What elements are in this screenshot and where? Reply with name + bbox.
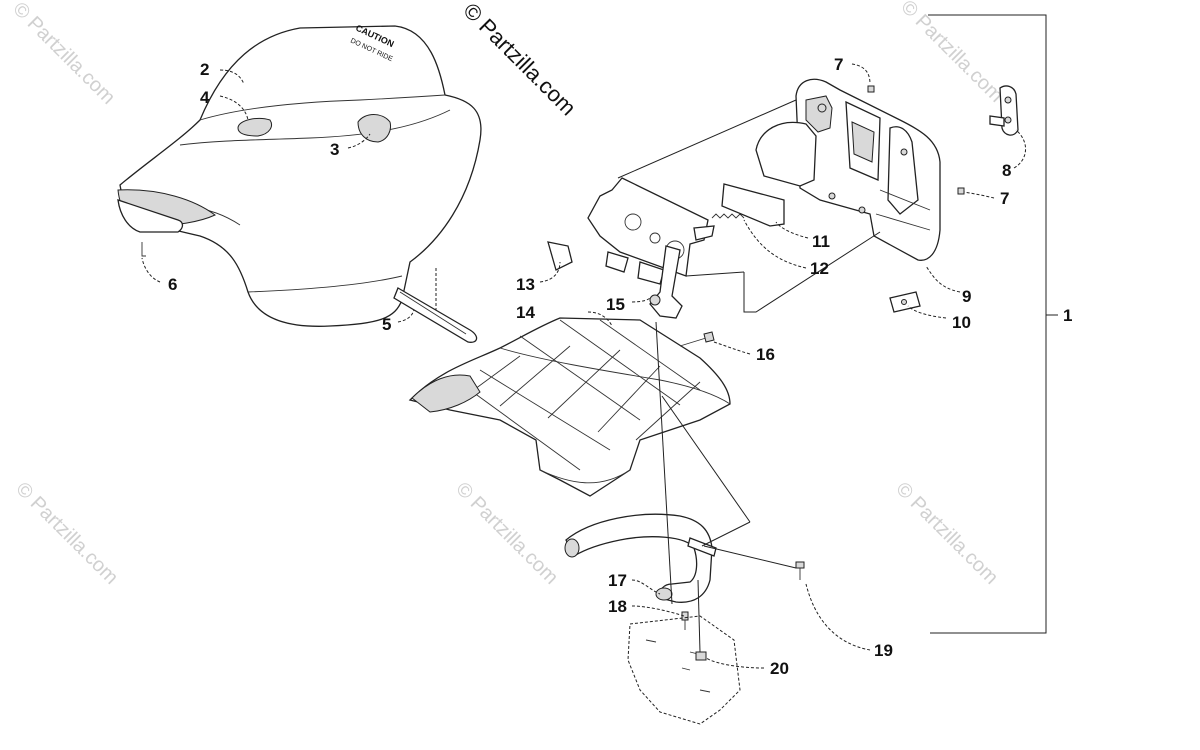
watermark-top-right: © Partzilla.com (896, 0, 1007, 107)
callout-1: 1 (1063, 306, 1072, 325)
callout-3: 3 (330, 140, 339, 159)
watermark-layer: © Partzilla.com © Partzilla.com © Partzi… (8, 0, 1007, 589)
screw-side-part (957, 187, 965, 195)
latch-arm-part (649, 245, 683, 319)
seat-part: CAUTION DO NOT RIDE (117, 23, 482, 327)
callout-9: 9 (962, 287, 971, 306)
frame-section-part (627, 615, 741, 725)
hinge-part (989, 85, 1019, 136)
alignment-lines (617, 99, 881, 653)
watermark-mid-left: © Partzilla.com (11, 478, 122, 589)
clip-part (141, 242, 146, 257)
watermark-main: © Partzilla.com (458, 0, 581, 120)
assembly-bracket (928, 14, 1058, 634)
nut-20-part (695, 651, 707, 661)
callout-6: 6 (168, 275, 177, 294)
callout-8: 8 (1002, 161, 1011, 180)
grab-bar-part (564, 513, 717, 603)
watermark-mid-center: © Partzilla.com (451, 478, 562, 589)
callout-labels: 1 2 3 4 5 6 7 7 8 9 10 11 12 13 14 15 16… (168, 55, 1072, 678)
latch-cable-part (393, 268, 478, 343)
callout-4: 4 (200, 88, 210, 107)
screw-top-part (867, 85, 875, 93)
decal-part (237, 117, 272, 137)
callout-12: 12 (810, 259, 829, 278)
callout-20: 20 (770, 659, 789, 678)
small-bracket-part (889, 291, 921, 313)
callout-14: 14 (516, 303, 535, 322)
seat-bracket-part (547, 177, 715, 285)
callout-7-side: 7 (1000, 189, 1009, 208)
callout-11: 11 (812, 232, 830, 251)
callout-16: 16 (756, 345, 775, 364)
watermark-mid-right: © Partzilla.com (891, 478, 1002, 589)
callout-7-top: 7 (834, 55, 843, 74)
screw-19-part (795, 561, 805, 580)
grab-strap-part (357, 114, 391, 143)
rear-storage-box-part (755, 78, 941, 261)
callout-5: 5 (382, 315, 391, 334)
rear-rack-part (408, 317, 731, 497)
screw-18-part (681, 611, 689, 630)
spring-part (711, 213, 745, 219)
callout-10: 10 (952, 313, 971, 332)
callout-leaders (141, 63, 1026, 669)
callout-18: 18 (608, 597, 627, 616)
callout-19: 19 (874, 641, 893, 660)
callout-13: 13 (516, 275, 535, 294)
callout-2: 2 (200, 60, 209, 79)
bolt-16-part (679, 331, 715, 347)
watermark-top-left: © Partzilla.com (8, 0, 119, 109)
callout-15: 15 (606, 295, 625, 314)
latch-plate-part (721, 183, 785, 227)
callout-17: 17 (608, 571, 627, 590)
